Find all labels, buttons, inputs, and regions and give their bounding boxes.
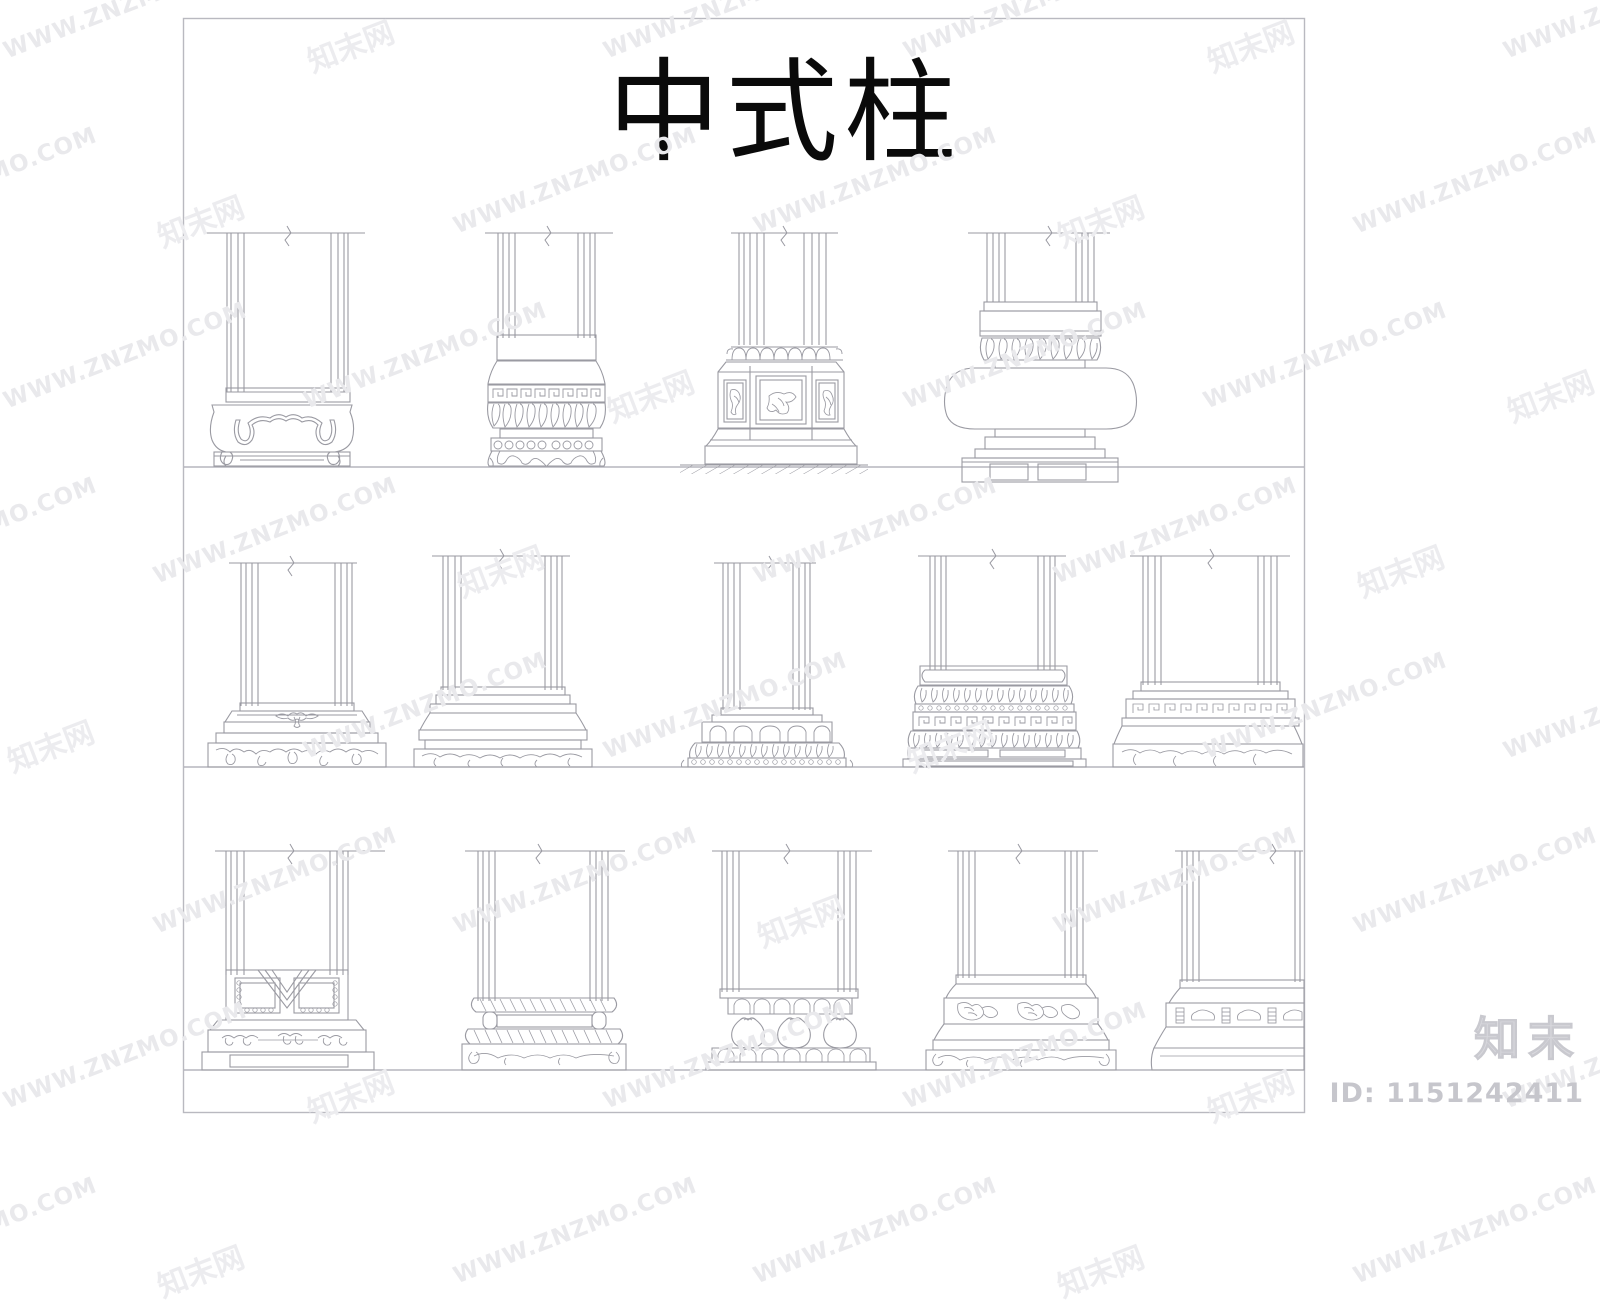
column-col-1-2 bbox=[485, 225, 613, 467]
column-col-2-4 bbox=[902, 548, 1087, 768]
column-col-3-4 bbox=[925, 843, 1117, 1071]
column-col-2-3 bbox=[680, 555, 854, 768]
column-col-2-1 bbox=[207, 555, 387, 768]
znzmo-logo: 知末 bbox=[1474, 1012, 1582, 1067]
watermark-cjk: 知末网 bbox=[1052, 1240, 1150, 1306]
page-title: 中式柱 bbox=[608, 48, 962, 178]
watermark-cjk: 知末网 bbox=[152, 1240, 250, 1306]
column-col-2-5 bbox=[1112, 548, 1304, 768]
column-col-3-2 bbox=[461, 843, 627, 1071]
sheet-frame bbox=[182, 17, 1306, 1114]
column-col-2-2 bbox=[413, 548, 593, 768]
cad-linework bbox=[182, 17, 1306, 1114]
column-col-1-3 bbox=[680, 225, 868, 474]
watermark-url: WWW.ZNZMO.COM bbox=[450, 1172, 701, 1290]
column-col-3-3 bbox=[705, 843, 877, 1071]
column-col-3-5 bbox=[1150, 843, 1305, 1071]
column-col-1-4 bbox=[943, 225, 1138, 483]
asset-id-label: ID: 1151242411 bbox=[1329, 1078, 1584, 1109]
column-col-3-1 bbox=[201, 843, 385, 1071]
watermark-url: WWW.ZNZMO.COM bbox=[0, 1172, 101, 1290]
watermark-url: WWW.ZNZMO.COM bbox=[750, 1172, 1001, 1290]
watermark-url: WWW.ZNZMO.COM bbox=[1350, 1172, 1600, 1290]
column-col-1-1 bbox=[205, 225, 365, 467]
